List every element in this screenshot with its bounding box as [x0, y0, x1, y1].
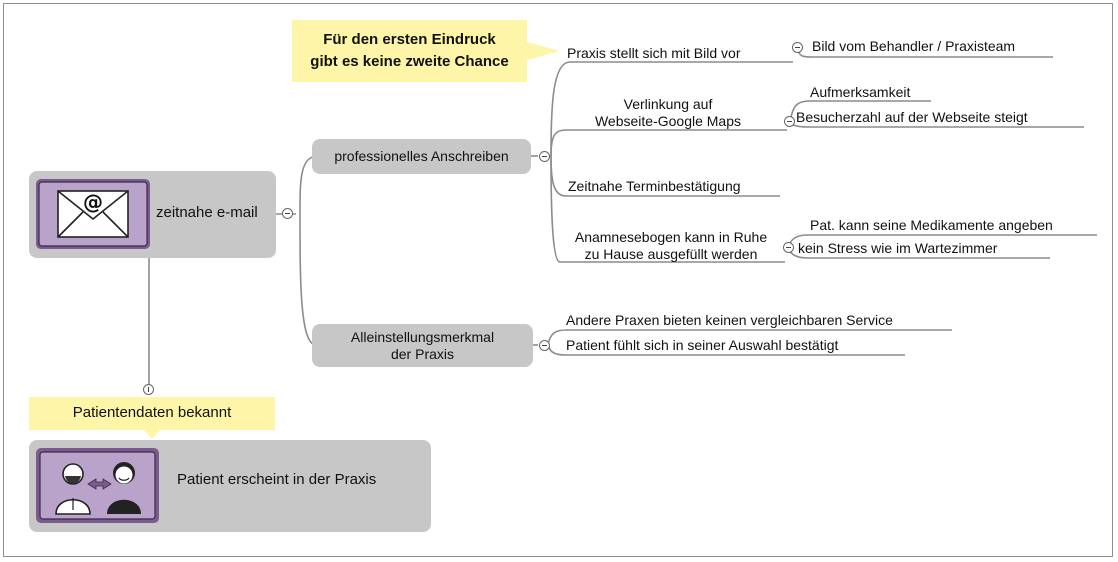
child-bild-behandler: Bild vom Behandler / Praxisteam	[812, 38, 1016, 54]
child-medikamente: Pat. kann seine Medikamente angeben	[810, 217, 1053, 233]
root-bottom-toggle[interactable]	[143, 384, 154, 395]
item-anamnese-line-2: zu Hause ausgefüllt werden	[584, 246, 758, 262]
email-envelope-icon: @	[36, 179, 150, 249]
item-verlinkung-line-2: Webseite-Google Maps	[594, 113, 742, 129]
branch-alleinstellung-line-1: Alleinstellungsmerkmal	[350, 329, 495, 345]
child-besucherzahl: Besucherzahl auf der Webseite steigt	[796, 109, 1028, 125]
branch-anschreiben-label: professionelles Anschreiben	[334, 148, 509, 164]
item-anamnese-toggle[interactable]	[783, 242, 794, 253]
note-patientendaten: Patientendaten bekannt	[72, 404, 232, 421]
note-bottom-shape	[29, 397, 275, 439]
child-patient-bestaetigt: Patient fühlt sich in seiner Auswahl bes…	[566, 337, 839, 353]
item-verlinkung: Verlinkung auf Webseite-Google Maps	[562, 96, 774, 130]
child-aufmerksamkeit: Aufmerksamkeit	[810, 84, 911, 100]
child-andere-praxen: Andere Praxen bieten keinen vergleichbar…	[566, 312, 893, 328]
child-kein-stress: kein Stress wie im Wartezimmer	[798, 240, 998, 256]
bottom-label: Patient erscheint in der Praxis	[177, 471, 377, 488]
svg-text:@: @	[83, 190, 103, 214]
branch-alleinstellung-label: Alleinstellungsmerkmal der Praxis	[312, 329, 533, 363]
item-anamnese-line-1: Anamnesebogen kann in Ruhe	[574, 229, 768, 245]
note-callout-shape	[292, 20, 560, 82]
item-terminbestaetigung: Zeitnahe Terminbestätigung	[568, 178, 741, 194]
item-verlinkung-toggle[interactable]	[784, 116, 795, 127]
branch-alleinstellung-node[interactable]	[312, 324, 533, 367]
branch-anschreiben-node[interactable]	[312, 139, 531, 174]
item-praxis-bild: Praxis stellt sich mit Bild vor	[567, 45, 741, 61]
root-collapse-toggle[interactable]	[282, 208, 293, 219]
note-line-1: Für den ersten Eindruck	[323, 31, 496, 48]
item-praxis-bild-toggle[interactable]	[792, 42, 803, 53]
root-label: zeitnahe e-mail	[156, 204, 258, 221]
note-line-2: gibt es keine zweite Chance	[310, 53, 509, 70]
patient-exchange-icon	[36, 448, 159, 523]
note-first-impression: Für den ersten Eindruck gibt es keine zw…	[292, 29, 527, 73]
branch-alleinstellung-line-2: der Praxis	[390, 346, 455, 362]
item-verlinkung-line-1: Verlinkung auf	[623, 96, 713, 112]
item-anamnese: Anamnesebogen kann in Ruhe zu Hause ausg…	[556, 229, 786, 263]
branch-alleinstellung-toggle[interactable]	[539, 340, 550, 351]
branch-anschreiben-toggle[interactable]	[539, 151, 550, 162]
